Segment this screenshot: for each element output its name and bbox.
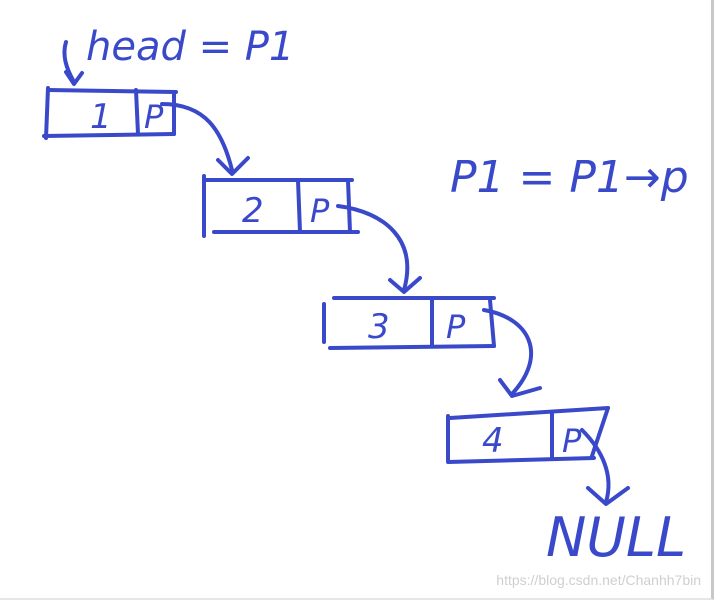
node-3 [322, 296, 496, 350]
node-1 [42, 86, 178, 140]
link-1-2-tip [216, 156, 250, 176]
link-3-4 [482, 308, 533, 396]
node-2-pointer: P [310, 192, 330, 230]
link-2-3-tip [388, 276, 422, 294]
assignment-label: P1 = P1→p [450, 152, 689, 203]
link-3-4-tip [498, 378, 542, 398]
link-2-3 [336, 204, 410, 292]
link-4-null-tip [586, 486, 630, 506]
node-2 [202, 174, 360, 238]
link-4-null [580, 428, 611, 504]
node-1-value: 1 [90, 97, 112, 137]
node-1-pointer: P [144, 98, 164, 136]
link-1-2 [160, 102, 234, 172]
node-2-value: 2 [242, 191, 264, 231]
node-3-value: 3 [368, 307, 390, 347]
head-arrow-tip [64, 70, 84, 86]
null-label: NULL [546, 506, 686, 569]
head-label: head = P1 [86, 24, 294, 70]
node-3-pointer: P [446, 308, 466, 346]
node-4-value: 4 [482, 421, 504, 461]
node-4 [446, 406, 610, 464]
node-4-pointer: P [562, 422, 582, 460]
watermark: https://blog.csdn.net/Chanhh7bin [496, 572, 701, 588]
